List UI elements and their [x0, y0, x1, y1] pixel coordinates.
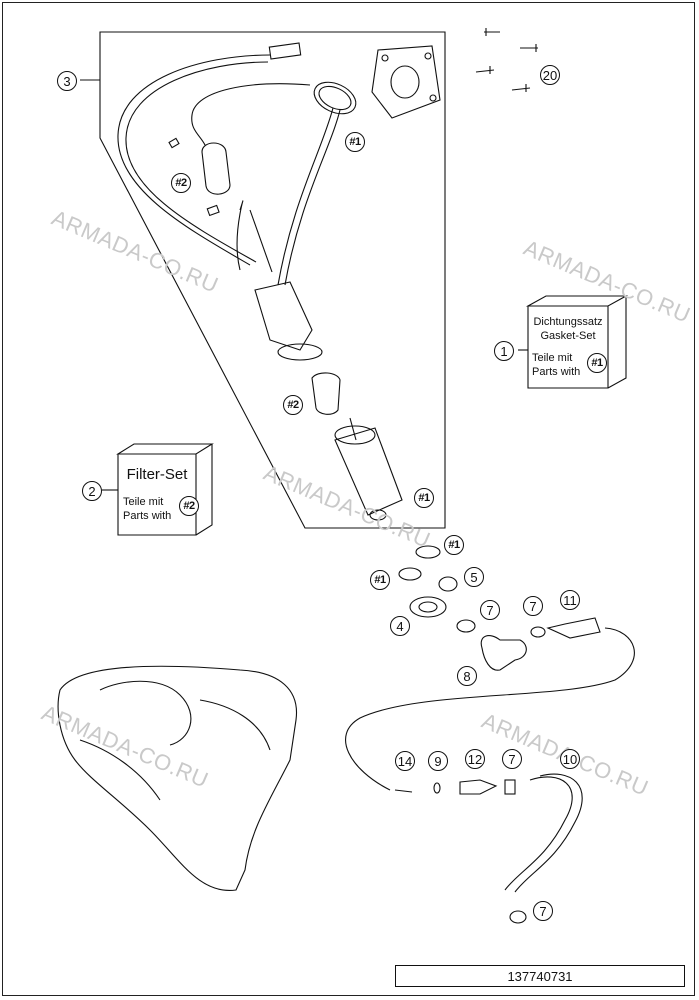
- connector: [268, 42, 302, 60]
- callout-9: 9: [428, 751, 448, 771]
- filter-set-teile-mit: Teile mit: [123, 496, 164, 508]
- fuel-hose-right: [284, 109, 341, 286]
- callout-10: 10: [560, 749, 580, 769]
- filter-set-box: [116, 443, 214, 536]
- seal-ring-1a: [415, 545, 441, 559]
- callout-7: 7: [480, 600, 500, 620]
- fuel-hose-left-inner: [125, 61, 269, 263]
- ref-callout: #2: [179, 496, 199, 516]
- fuel-tank: [57, 665, 298, 891]
- screws-20: [475, 28, 538, 92]
- callout-20: 20: [540, 65, 560, 85]
- hose-8: [480, 635, 527, 671]
- ref-callout: #1: [587, 353, 607, 373]
- ref-callout: #1: [345, 132, 365, 152]
- gasket-set-title-de: Dichtungssatz: [533, 316, 603, 328]
- fuel-hose-left: [117, 54, 271, 266]
- callout-7: 7: [523, 596, 543, 616]
- pump-body: [334, 427, 403, 516]
- clamp-7-lower: [509, 910, 527, 924]
- seal-ring-1b: [398, 567, 422, 581]
- callout-11: 11: [560, 590, 580, 610]
- hose-10: [504, 776, 573, 891]
- pump-upper: [254, 281, 313, 351]
- callout-8: 8: [457, 666, 477, 686]
- line-down: [345, 627, 635, 791]
- callout-14: 14: [395, 751, 415, 771]
- ref-callout: #2: [283, 395, 303, 415]
- coupling-11: [546, 617, 601, 639]
- filter-set-parts-with: Parts with: [123, 510, 172, 522]
- clamp-7-upper: [456, 619, 476, 633]
- fuel-hose-right-inner: [277, 107, 334, 286]
- fuel-hose-mid: [191, 83, 311, 146]
- gasket-set-teile-mit: Teile mit: [532, 352, 573, 364]
- figure-number: 137740731: [395, 965, 685, 987]
- callout-1: 1: [494, 341, 514, 361]
- fitting-5: [438, 576, 458, 592]
- gasket-set-title-en: Gasket-Set: [540, 330, 596, 342]
- ref-callout: #2: [171, 173, 191, 193]
- ref-callout: #1: [444, 535, 464, 555]
- pin-14: [394, 789, 413, 793]
- callout-2: 2: [82, 481, 102, 501]
- callout-5: 5: [464, 567, 484, 587]
- callout-12: 12: [465, 749, 485, 769]
- gasket-set-box: [525, 295, 629, 389]
- wire-harness: [236, 200, 244, 271]
- ref-callout: #1: [414, 488, 434, 508]
- flange-nut-4: [409, 596, 447, 618]
- fuel-filter: [201, 142, 231, 195]
- assembly-3-outline: [99, 31, 446, 529]
- callout-3: 3: [57, 71, 77, 91]
- flange-plate: [371, 45, 441, 119]
- nipple-12: [459, 779, 498, 795]
- pump-sleeve: [311, 372, 341, 415]
- ref-callout: #1: [370, 570, 390, 590]
- callout-7: 7: [533, 901, 553, 921]
- o-ring-9: [433, 782, 441, 794]
- gasket-set-parts-with: Parts with: [532, 366, 581, 378]
- callout-7: 7: [502, 749, 522, 769]
- callout-4: 4: [390, 616, 410, 636]
- flange-gasket: [313, 81, 357, 115]
- filter-set-title: Filter-Set: [126, 466, 188, 483]
- clamp-7-mid: [504, 779, 516, 795]
